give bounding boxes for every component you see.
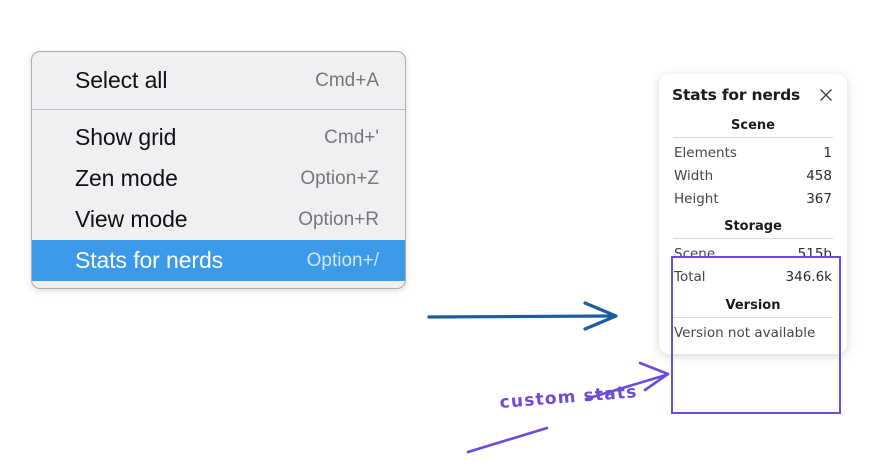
menu-item-shortcut: Option+/ xyxy=(306,249,379,271)
stat-row: Height 367 xyxy=(671,187,835,210)
stat-row: Total 346.6k xyxy=(671,265,835,288)
section-divider xyxy=(673,238,833,239)
stat-label: Scene xyxy=(674,245,716,262)
menu-item-select-all[interactable]: Select all Cmd+A xyxy=(32,60,405,101)
section-heading: Version xyxy=(725,298,781,313)
menu-item-shortcut: Option+R xyxy=(298,208,379,230)
stats-panel-title: Stats for nerds xyxy=(672,86,801,104)
section-divider xyxy=(673,137,833,138)
menu-item-label: Select all xyxy=(75,67,168,93)
canvas-context-menu[interactable]: Select all Cmd+A Show grid Cmd+' Zen mod… xyxy=(31,51,406,289)
version-note: Version not available xyxy=(674,325,816,341)
stat-value: 1 xyxy=(823,144,832,161)
close-icon[interactable] xyxy=(818,87,834,103)
stats-section-scene: Scene Elements 1 Width 458 Height 367 xyxy=(671,117,835,210)
stats-panel-header: Stats for nerds xyxy=(671,86,835,104)
menu-item-label: View mode xyxy=(75,206,188,232)
menu-item-view-mode[interactable]: View mode Option+R xyxy=(32,199,405,240)
menu-divider xyxy=(32,109,405,110)
stat-value: 515b xyxy=(797,245,832,262)
stat-label: Height xyxy=(674,190,719,207)
stat-row: Width 458 xyxy=(671,164,835,187)
section-heading: Storage xyxy=(724,219,782,234)
stats-section-storage: Storage Scene 515b Total 346.6k xyxy=(671,218,835,288)
menu-item-shortcut: Cmd+A xyxy=(315,69,379,91)
purple-underline-stroke xyxy=(466,426,549,454)
stat-value: 346.6k xyxy=(785,268,832,285)
stats-for-nerds-panel: Stats for nerds Scene Elements 1 Width 4… xyxy=(659,74,847,354)
stat-label: Elements xyxy=(674,144,737,161)
menu-item-zen-mode[interactable]: Zen mode Option+Z xyxy=(32,158,405,199)
menu-item-shortcut: Cmd+' xyxy=(324,126,379,148)
menu-section-2: Show grid Cmd+' Zen mode Option+Z View m… xyxy=(32,110,405,288)
menu-item-label: Show grid xyxy=(75,124,177,150)
blue-arrow-annotation xyxy=(427,301,618,331)
menu-section-1: Select all Cmd+A xyxy=(32,52,405,109)
section-divider xyxy=(673,317,833,318)
stat-value: 458 xyxy=(806,167,832,184)
menu-item-shortcut: Option+Z xyxy=(300,167,379,189)
annotation-label: custom stats xyxy=(499,382,639,413)
menu-item-label: Stats for nerds xyxy=(75,247,224,273)
section-heading: Scene xyxy=(731,118,775,133)
stat-value: 367 xyxy=(806,190,832,207)
stat-row: Scene 515b xyxy=(671,242,835,265)
menu-item-label: Zen mode xyxy=(75,165,178,191)
stat-label: Total xyxy=(674,268,706,285)
menu-item-show-grid[interactable]: Show grid Cmd+' xyxy=(32,117,405,158)
purple-arrow-annotation xyxy=(584,361,670,401)
stat-label: Width xyxy=(674,167,714,184)
stats-section-version: Version Version not available xyxy=(671,297,835,343)
stat-row: Elements 1 xyxy=(671,141,835,164)
menu-item-stats-for-nerds[interactable]: Stats for nerds Option+/ xyxy=(32,240,405,281)
